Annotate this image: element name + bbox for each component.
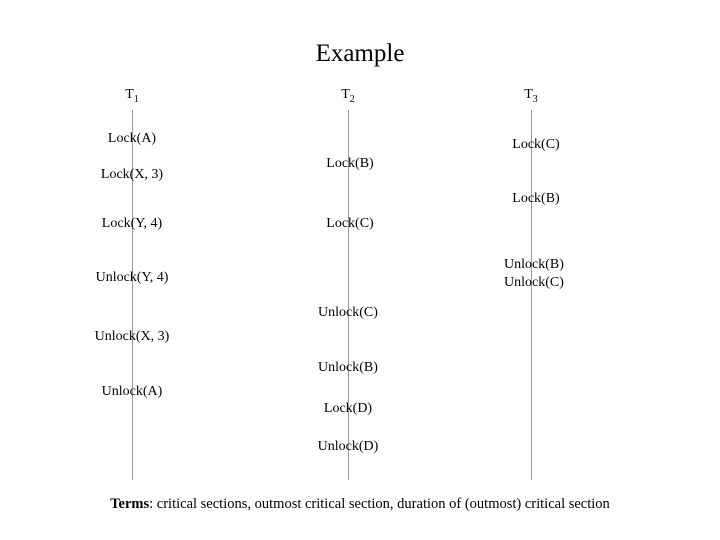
operation-label: Unlock(D) — [317, 439, 379, 454]
operation-label: Lock(Y, 4) — [101, 216, 163, 231]
column-header-t3: T3 — [524, 87, 538, 105]
column-header-t1-sub: 1 — [133, 93, 139, 105]
column-header-t1-name: T — [125, 87, 134, 102]
column-line-t3 — [531, 110, 532, 480]
page-title: Example — [315, 40, 405, 67]
operation-label: Lock(C) — [512, 137, 560, 152]
column-header-t2: T2 — [341, 87, 355, 105]
column-header-t3-name: T — [524, 87, 533, 102]
operation-label: Unlock(X, 3) — [94, 329, 170, 344]
operation-label: Unlock(B) — [504, 257, 564, 272]
operation-label: Lock(A) — [107, 131, 157, 146]
column-line-t1 — [132, 110, 133, 480]
operation-label: Lock(D) — [323, 401, 373, 416]
operation-label: Unlock(C) — [504, 275, 564, 290]
column-line-t2 — [348, 110, 349, 480]
operation-label: Unlock(A) — [101, 384, 163, 399]
operation-label: Lock(C) — [326, 216, 374, 231]
column-header-t2-name: T — [341, 87, 350, 102]
terms-text: : critical sections, outmost critical se… — [149, 496, 610, 512]
column-header-t1: T1 — [125, 87, 139, 105]
terms-note: Terms: critical sections, outmost critic… — [0, 496, 720, 513]
operation-label: Lock(B) — [512, 191, 560, 206]
column-header-t2-sub: 2 — [349, 93, 355, 105]
column-header-t3-sub: 3 — [532, 93, 538, 105]
operation-label: Unlock(Y, 4) — [95, 270, 169, 285]
operation-label: Lock(X, 3) — [100, 167, 164, 182]
operation-label: Unlock(B) — [318, 360, 378, 375]
terms-label: Terms — [110, 496, 150, 512]
operation-label: Unlock(C) — [318, 305, 378, 320]
operation-label: Lock(B) — [326, 156, 374, 171]
